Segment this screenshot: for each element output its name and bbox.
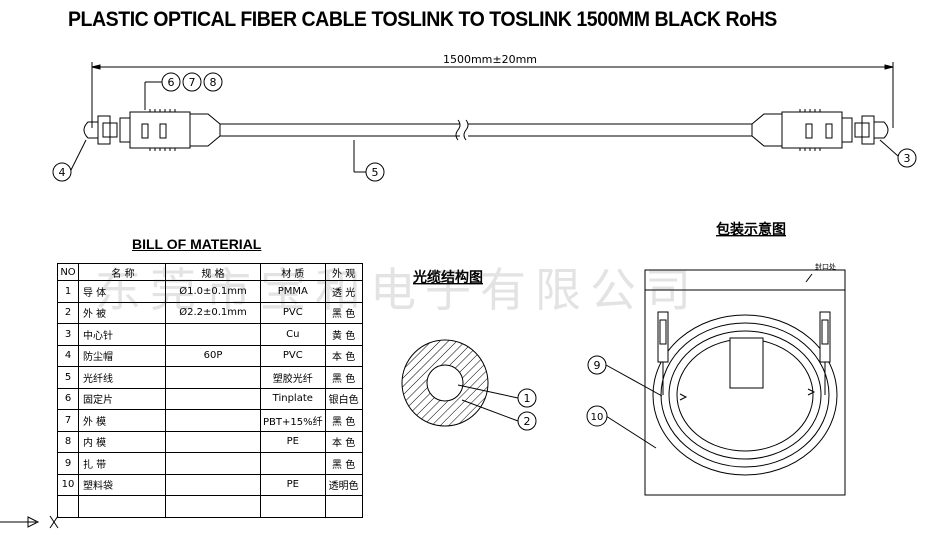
cell: 7	[57, 409, 79, 432]
cable-cross-section	[401, 339, 537, 431]
bom-title: BILL OF MATERIAL	[132, 236, 262, 252]
cell: 塑胶光纤	[260, 366, 326, 389]
callout-group-678	[144, 72, 223, 110]
cell: 光纤线	[78, 366, 166, 389]
cell: 4	[57, 344, 79, 367]
cell: 本 色	[324, 430, 363, 453]
cell: 中心针	[78, 323, 166, 346]
dimension-line	[91, 62, 894, 128]
header-appearance: 外 观	[324, 263, 363, 281]
cell: PE	[260, 430, 326, 453]
cell: 黑 色	[324, 366, 363, 389]
cell: 10	[57, 473, 79, 496]
callout-6: 6	[168, 76, 175, 89]
cell: 3	[57, 323, 79, 346]
packaging-title: 包装示意图	[716, 221, 786, 238]
cross-section-title: 光缆结构图	[412, 269, 483, 286]
callout-4-leader	[52, 139, 87, 182]
cell	[165, 430, 261, 453]
callout-9: 9	[594, 359, 601, 372]
callout-3: 3	[904, 152, 911, 165]
cell: 内 模	[78, 430, 166, 453]
header-no: NO	[57, 263, 79, 281]
cell	[165, 452, 261, 475]
cell: 防尘帽	[78, 344, 166, 367]
table-row	[57, 495, 363, 518]
right-toslink-connector	[751, 109, 889, 151]
cell	[165, 366, 261, 389]
cell: 外 模	[78, 409, 166, 432]
drawing-marker	[0, 515, 59, 529]
dimension-label: 1500mm±20mm	[443, 53, 537, 66]
cell: 60P	[165, 344, 261, 367]
table-header-row: NO 名 称 规 格 材 质 外 观	[57, 263, 363, 281]
cell: PBT+15%纤	[260, 409, 326, 432]
cell: 黑 色	[324, 452, 363, 475]
callout-2: 2	[524, 415, 531, 428]
optical-cable	[220, 119, 752, 141]
packaging-note: 封口处	[815, 262, 836, 271]
cell: Tinplate	[260, 387, 326, 410]
callout-5: 5	[372, 166, 379, 179]
callout-5-leader	[353, 140, 385, 182]
cell	[57, 495, 79, 518]
cell	[260, 495, 326, 518]
cell: 1	[57, 280, 79, 303]
callout-4: 4	[59, 166, 66, 179]
cell: 2	[57, 301, 79, 324]
cell	[324, 495, 363, 518]
cell	[165, 409, 261, 432]
header-material: 材 质	[260, 263, 326, 281]
callout-1: 1	[524, 392, 531, 405]
drawing-title: PLASTIC OPTICAL FIBER CABLE TOSLINK TO T…	[68, 8, 777, 31]
cell: 银白色	[324, 387, 363, 410]
left-toslink-connector	[83, 109, 221, 151]
callout-7: 7	[189, 76, 196, 89]
cell	[165, 473, 261, 496]
callout-3-leader	[879, 139, 917, 168]
cell	[260, 452, 326, 475]
cell: 本 色	[324, 344, 363, 367]
cell	[165, 323, 261, 346]
cell: 固定片	[78, 387, 166, 410]
cell	[165, 387, 261, 410]
callout-9-10-circles	[586, 355, 608, 427]
header-spec: 规 格	[165, 263, 261, 281]
cell: 扎 带	[78, 452, 166, 475]
cell: PVC	[260, 344, 326, 367]
cell: PE	[260, 473, 326, 496]
cell: 塑料袋	[78, 473, 166, 496]
cell	[165, 495, 261, 518]
cell: 8	[57, 430, 79, 453]
callout-10: 10	[591, 412, 604, 423]
cell: 5	[57, 366, 79, 389]
cell: 透明色	[324, 473, 363, 496]
cell: 6	[57, 387, 79, 410]
callout-8: 8	[210, 76, 217, 89]
packaging-diagram	[605, 269, 846, 496]
cell	[78, 495, 166, 518]
cell: 9	[57, 452, 79, 475]
cell: 黑 色	[324, 409, 363, 432]
company-watermark: 东莞市宝和电子有限公司	[95, 263, 700, 317]
cell: 黄 色	[324, 323, 363, 346]
cell: Cu	[260, 323, 326, 346]
